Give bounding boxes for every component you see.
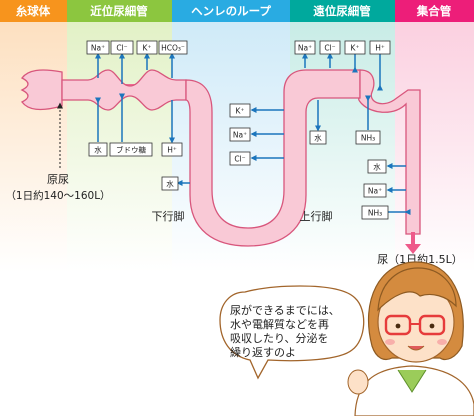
box-prox-cl: Cl⁻ — [110, 40, 134, 55]
box-dist-nh3: NH₃ — [355, 130, 381, 145]
glomerulus-capsule — [20, 69, 63, 111]
box-asc-na: Na⁺ — [229, 127, 251, 142]
mouth — [407, 345, 425, 351]
speech-line-2: 水や電解質などを再 — [230, 317, 329, 331]
title-henle: ヘンレのループ — [191, 4, 271, 18]
hand — [347, 369, 369, 395]
box-asc-k: K⁺ — [229, 103, 251, 118]
box-coll-nh3: NH₃ — [361, 205, 389, 220]
shirt-collar — [397, 369, 427, 393]
title-distal: 遠位尿細管 — [313, 4, 371, 18]
ascending-limb-label: 上行脚 — [300, 209, 333, 223]
box-prox-water: 水 — [88, 142, 108, 157]
speech-line-4: 繰り返すのよ — [230, 345, 296, 359]
box-coll-water: 水 — [367, 159, 387, 174]
speech-bubble: 尿ができるまでには、 水や電解質などを再 吸収したり、分泌を 繰り返すのよ — [219, 285, 365, 380]
transport-arrows — [95, 52, 411, 215]
speech-bubble-shape — [219, 285, 365, 380]
box-desc-water: 水 — [161, 176, 179, 191]
bangs — [377, 267, 457, 312]
descending-limb-label: 下行脚 — [152, 209, 185, 223]
box-prox-na: Na⁺ — [86, 40, 110, 55]
box-dist-cl: Cl⁻ — [319, 40, 341, 55]
svg-text:水: 水 — [166, 179, 174, 189]
box-prox-h: H⁺ — [161, 142, 183, 157]
urine-output-arrow — [405, 244, 421, 254]
svg-text:K⁺: K⁺ — [143, 44, 152, 53]
title-collecting: 集合管 — [416, 4, 452, 18]
urine-output-label: 尿（1日約1.5L） — [377, 252, 463, 266]
svg-text:NH₃: NH₃ — [368, 209, 382, 218]
header-proximal — [67, 0, 172, 22]
svg-text:水: 水 — [373, 162, 381, 172]
header-henle — [172, 0, 290, 22]
nurse-illustration — [347, 261, 474, 416]
box-dist-na: Na⁺ — [294, 40, 316, 55]
ion-boxes: Na⁺ Cl⁻ K⁺ HCO₃⁻ 水 ブドウ糖 H⁺ 水 K⁺ Na⁺ Cl⁻ … — [86, 40, 391, 220]
header-distal — [290, 0, 395, 22]
svg-text:Na⁺: Na⁺ — [233, 131, 247, 140]
svg-text:Cl⁻: Cl⁻ — [234, 155, 245, 164]
box-prox-glucose: ブドウ糖 — [109, 142, 153, 157]
svg-text:水: 水 — [314, 133, 322, 143]
box-dist-k: K⁺ — [344, 40, 366, 55]
svg-text:ブドウ糖: ブドウ糖 — [116, 145, 146, 155]
primary-urine-volume: （1日約140〜160L） — [5, 189, 110, 202]
box-asc-cl: Cl⁻ — [229, 151, 251, 166]
svg-text:K⁺: K⁺ — [351, 44, 360, 53]
svg-text:Na⁺: Na⁺ — [91, 44, 105, 53]
box-coll-na: Na⁺ — [363, 183, 387, 198]
box-prox-k: K⁺ — [136, 40, 158, 55]
box-prox-hco3: HCO₃⁻ — [158, 40, 188, 55]
svg-text:Cl⁻: Cl⁻ — [324, 44, 335, 53]
speech-line-3: 吸収したり、分泌を — [230, 332, 329, 345]
primary-urine-label: 原尿 — [47, 173, 69, 186]
distal-collecting-duct — [358, 69, 421, 235]
svg-text:水: 水 — [94, 145, 102, 155]
header-glomerulus — [0, 0, 67, 22]
svg-text:H⁺: H⁺ — [375, 44, 385, 53]
primary-urine-indicator: 原尿 （1日約140〜160L） — [5, 102, 111, 202]
nephron-tubule — [20, 69, 421, 254]
svg-text:NH₃: NH₃ — [361, 134, 375, 143]
svg-text:Na⁺: Na⁺ — [298, 44, 312, 53]
svg-text:Cl⁻: Cl⁻ — [116, 44, 127, 53]
svg-text:K⁺: K⁺ — [236, 107, 245, 116]
title-glomerulus: 糸球体 — [16, 4, 51, 18]
svg-text:H⁺: H⁺ — [167, 146, 177, 155]
svg-text:Na⁺: Na⁺ — [368, 187, 382, 196]
section-header: 糸球体 近位尿細管 ヘンレのループ 遠位尿細管 集合管 — [0, 0, 474, 22]
title-proximal: 近位尿細管 — [90, 4, 148, 18]
header-collecting — [395, 0, 474, 22]
box-dist-water: 水 — [309, 130, 327, 145]
bg-glomerulus — [0, 22, 67, 272]
svg-text:HCO₃⁻: HCO₃⁻ — [161, 44, 185, 53]
bg-distal — [290, 22, 395, 272]
speech-line-1: 尿ができるまでには、 — [230, 303, 340, 317]
henle-loop — [185, 69, 361, 247]
box-dist-h: H⁺ — [369, 40, 391, 55]
